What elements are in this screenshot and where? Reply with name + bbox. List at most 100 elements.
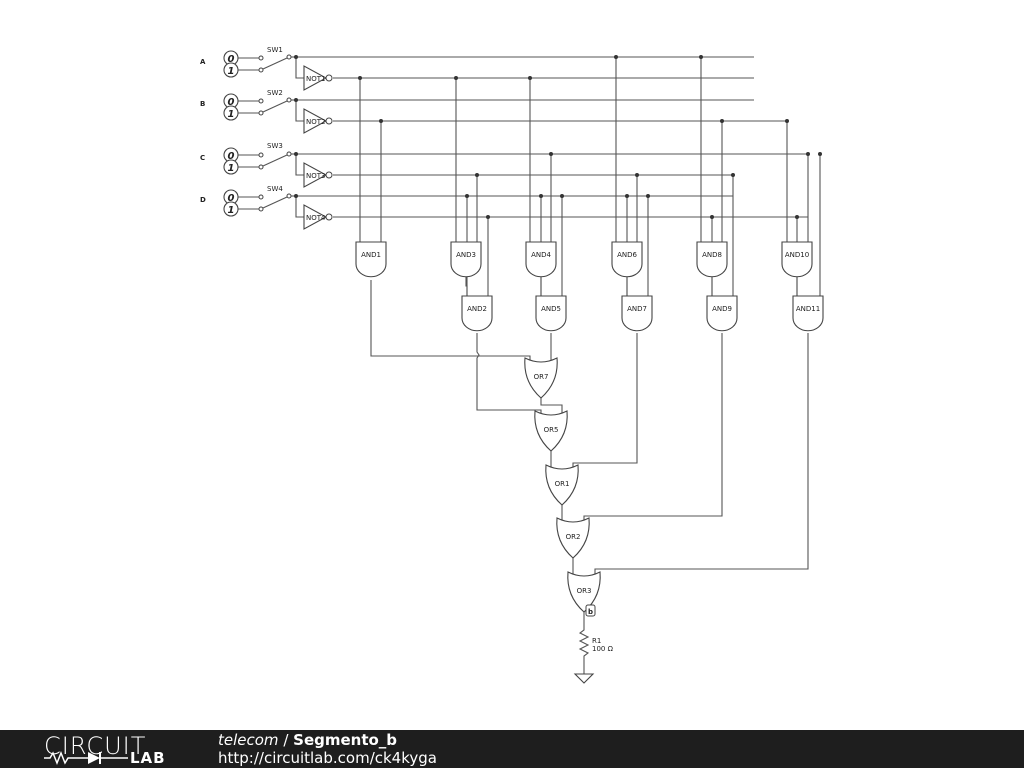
not-bubble: [325, 213, 333, 221]
junction-dot: [539, 194, 543, 198]
logic-zero-text: 0: [228, 54, 235, 65]
not-gate-1: [303, 65, 328, 91]
junction-dot: [818, 152, 822, 156]
junction-dot: [785, 119, 789, 123]
circuitlab-logo-lab: LAB: [130, 749, 166, 767]
switch-contact: [258, 67, 264, 73]
ground-icon: [573, 673, 595, 684]
not-gate-label: NOT2: [306, 118, 325, 126]
switch-label-SW1: SW1: [267, 46, 283, 54]
probe-label: b: [588, 608, 593, 616]
switch-pivot: [286, 193, 292, 199]
and-gate-3: [450, 241, 482, 278]
and-gate-11: [792, 295, 824, 332]
switch-label-SW2: SW2: [267, 89, 283, 97]
junction-dot: [699, 55, 703, 59]
or-gate-1-label: OR1: [555, 480, 570, 488]
and-gate-1: [355, 241, 387, 278]
junction-dot: [528, 76, 532, 80]
switch-contact: [258, 206, 264, 212]
and-gate-7: [621, 295, 653, 332]
switch-blade: [262, 57, 288, 70]
junction-dot: [465, 194, 469, 198]
junction-dot: [294, 98, 298, 102]
resistor-r1: [578, 622, 590, 674]
switch-contact: [258, 110, 264, 116]
junction-dot: [646, 194, 650, 198]
logic-zero-text: 0: [228, 193, 235, 204]
labels: ASW101NOT1BSW201NOT2CSW301NOT3DSW401NOT4…: [200, 46, 820, 653]
junction-dot: [358, 76, 362, 80]
and1-out: [370, 280, 531, 362]
not-gate-label: NOT4: [306, 214, 326, 222]
not-input: [295, 154, 304, 176]
junction-dots: [294, 55, 822, 219]
not-gate-3: [303, 162, 328, 188]
circuit-url[interactable]: http://circuitlab.com/ck4kyga: [218, 749, 437, 767]
input-label-D: D: [200, 196, 206, 204]
switch-pivot: [286, 97, 292, 103]
logic-zero-text: 0: [228, 97, 235, 108]
and-gate-10-label: AND10: [785, 251, 809, 259]
and-gate-2-label: AND2: [467, 305, 487, 313]
not-gate-2: [303, 108, 328, 134]
junction-dot: [731, 173, 735, 177]
and11-out: [594, 333, 809, 576]
logic-one-source: [223, 105, 239, 121]
circuit-title[interactable]: Segmento_b: [293, 731, 398, 749]
or-gate-5-label: OR5: [544, 426, 559, 434]
junction-dot: [454, 76, 458, 80]
and-gate-7-label: AND7: [627, 305, 647, 313]
resistor-name: R1: [592, 637, 601, 645]
junction-dot: [475, 173, 479, 177]
or-gate-1: [545, 464, 579, 506]
input-label-A: A: [200, 58, 206, 66]
footer-bar: CIRCUIT LAB telecom / Segmento_b http://…: [0, 730, 1024, 768]
and-gate-9: [706, 295, 738, 332]
diode-logo-icon: [44, 750, 128, 766]
and-gate-8: [696, 241, 728, 278]
junction-dot: [710, 215, 714, 219]
circuit-schematic: ASW101NOT1BSW201NOT2CSW301NOT3DSW401NOT4…: [200, 46, 824, 684]
and-gate-6-label: AND6: [617, 251, 637, 259]
and-gate-5: [535, 295, 567, 332]
or-gate-7: [524, 357, 558, 399]
not-bubble: [325, 74, 333, 82]
junction-dot: [614, 55, 618, 59]
switch-contact: [258, 152, 264, 158]
not-gate-4: [303, 204, 328, 230]
circuitlab-logo-text[interactable]: CIRCUIT: [44, 732, 147, 760]
or-gate-7-label: OR7: [534, 373, 549, 381]
not-bubble: [325, 171, 333, 179]
and-gate-11-label: AND11: [796, 305, 820, 313]
junction-dot: [379, 119, 383, 123]
junction-dot: [635, 173, 639, 177]
junction-dot: [795, 215, 799, 219]
output-probe: [585, 604, 596, 617]
not-input: [295, 196, 304, 218]
logic-one-source: [223, 201, 239, 217]
junction-dot: [720, 119, 724, 123]
folder-link[interactable]: telecom: [218, 731, 279, 749]
breadcrumb-separator: /: [278, 731, 294, 749]
junction-dot: [625, 194, 629, 198]
switch-contact: [258, 98, 264, 104]
junction-dot: [294, 152, 298, 156]
junction-dot: [560, 194, 564, 198]
logic-one-source: [223, 159, 239, 175]
not-gate-label: NOT1: [306, 75, 325, 83]
switch-blade: [262, 196, 288, 209]
switch-label-SW4: SW4: [267, 185, 283, 193]
switch-blade: [262, 100, 288, 113]
and-gate-5-label: AND5: [541, 305, 561, 313]
junction-dot: [486, 215, 490, 219]
not-input: [295, 100, 304, 122]
junction-dot: [294, 55, 298, 59]
and-gate-6: [611, 241, 643, 278]
not-bubble: [325, 117, 333, 125]
or-gate-2-label: OR2: [566, 533, 581, 541]
or7-out: [540, 398, 563, 415]
and-chain-wire: [465, 277, 468, 296]
logic-zero-text: 0: [228, 151, 235, 162]
not-gate-label: NOT3: [306, 172, 325, 180]
